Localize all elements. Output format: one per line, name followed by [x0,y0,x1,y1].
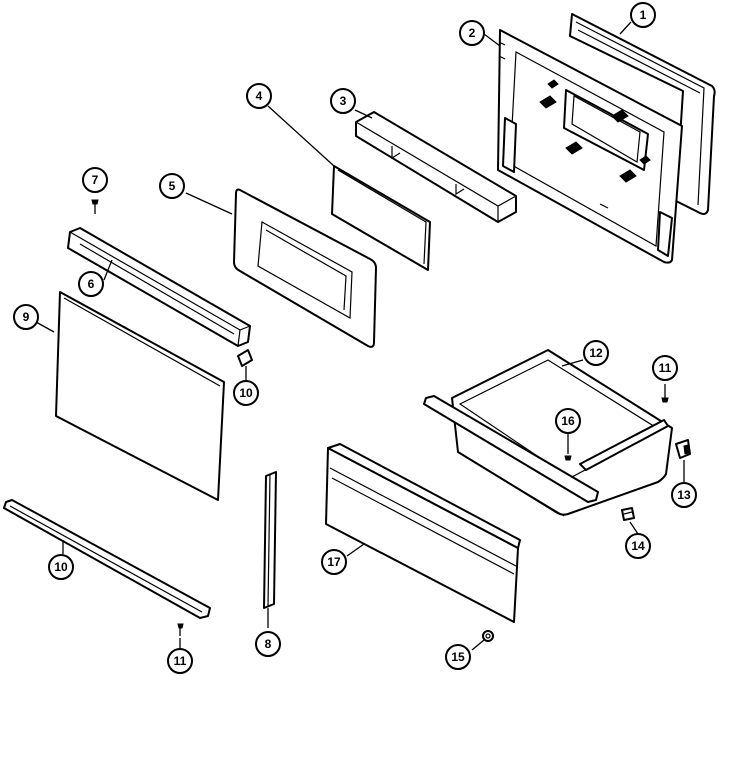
part-door-window-frame [233,188,377,348]
callout-11-upper: 11 [652,355,678,381]
part-screw-11-lower [177,623,184,636]
callout-label: 9 [23,310,30,324]
callout-label: 6 [88,277,95,291]
leader-lines [35,21,685,651]
callout-label: 11 [174,654,187,668]
callout-label: 10 [239,386,253,400]
callout-8: 8 [255,631,281,657]
callout-2: 2 [459,20,485,46]
part-screw-11-upper [661,384,669,403]
callout-label: 8 [265,637,272,651]
callout-5: 5 [159,173,185,199]
callout-label: 17 [327,555,341,569]
part-drawer-front-panel [325,443,521,623]
part-handle-bracket [237,349,253,367]
callout-label: 1 [640,8,647,22]
callout-label: 16 [561,414,575,428]
callout-label: 11 [659,361,672,375]
part-storage-drawer [423,349,673,517]
callout-7: 7 [82,167,108,193]
part-screw-7 [91,199,99,214]
callout-label: 5 [169,179,176,193]
callout-15: 15 [445,644,471,670]
callout-label: 10 [54,560,68,574]
callout-16: 16 [555,408,581,434]
callout-11-lower: 11 [167,648,193,674]
callout-1: 1 [630,2,656,28]
part-clip [621,507,635,521]
callout-10-lower: 10 [48,554,74,580]
callout-17: 17 [321,549,347,575]
callout-label: 14 [631,539,645,553]
callout-label: 13 [677,488,691,502]
callout-label: 15 [451,650,465,664]
callout-12: 12 [583,340,609,366]
callout-14: 14 [625,533,651,559]
callout-3: 3 [330,88,356,114]
part-door-baffle [355,111,517,223]
callout-6: 6 [78,271,104,297]
callout-label: 12 [589,346,603,360]
callout-label: 3 [340,94,347,108]
part-bottom-trim [3,499,211,619]
callout-9: 9 [13,304,39,330]
part-door-liner-frame [497,29,683,264]
part-oven-door-panel [55,291,225,501]
part-door-glass [331,165,431,271]
part-door-handle [67,227,251,347]
callout-label: 2 [469,26,476,40]
part-drawer-glide [675,439,691,459]
callout-label: 4 [256,89,263,103]
part-screw-16 [564,455,572,461]
callout-label: 7 [92,173,99,187]
callout-13: 13 [671,482,697,508]
part-nut [482,630,494,642]
callout-10-upper: 10 [233,380,259,406]
callout-4: 4 [246,83,272,109]
part-side-trim [263,471,277,609]
